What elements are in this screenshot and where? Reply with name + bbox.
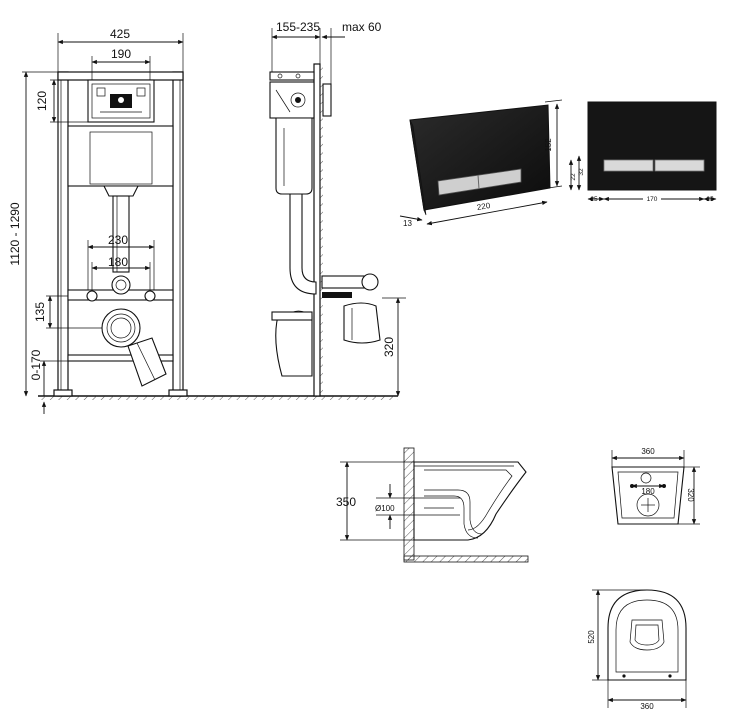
bowl-top-view (607, 589, 687, 681)
dim-bowl-bolt-spacing: 180 (641, 487, 655, 496)
bowl-side-view (403, 447, 529, 563)
bowl-top-dimensions: 520 360 (587, 589, 687, 711)
dim-plate-front-height-b: 32 (578, 168, 585, 176)
dim-plate-width: 190 (111, 47, 131, 61)
dim-frame-width: 425 (110, 27, 130, 41)
dim-frame-height: 1120 - 1290 (8, 202, 22, 265)
dim-bolt-inner-width: 180 (108, 255, 128, 269)
dim-plate-front-right: 25 (706, 196, 714, 203)
dim-plate-front-height-a: 22 (570, 173, 577, 181)
dim-plate-height: 152 (544, 138, 553, 152)
frame-front-dimensions: 425 190 120 1120 - 1290 230 180 135 0 (8, 27, 184, 414)
dim-top-height: 120 (35, 91, 49, 111)
dim-plate-front-left: 25 (590, 196, 598, 203)
bowl-side-dimensions: 350 Ø100 (336, 461, 460, 541)
dim-bowl-top-width: 360 (640, 702, 654, 711)
bowl-back-dimensions: 360 180 320 (611, 447, 700, 525)
dim-bolt-height: 135 (33, 302, 47, 322)
dim-bowl-height: 350 (336, 495, 356, 509)
dim-outlet-diameter: Ø100 (375, 504, 395, 513)
dim-bowl-back-width: 360 (641, 447, 655, 456)
dim-floor-height: 0-170 (29, 349, 43, 380)
dim-plate-depth: 13 (403, 219, 412, 228)
dim-bowl-length: 520 (587, 630, 596, 644)
frame-side-dimensions: 155-235 max 60 320 (271, 20, 406, 397)
flush-plate-front: 22 32 25 170 25 (568, 101, 717, 203)
dim-plate-front-center: 170 (647, 196, 658, 203)
floor-line (38, 395, 398, 400)
flush-plate-angled: 152 220 13 (399, 99, 563, 228)
frame-front-view (53, 71, 188, 397)
dim-depth-range: 155-235 (276, 20, 320, 34)
dim-bowl-back-height: 320 (686, 488, 695, 502)
dim-depth-max: max 60 (342, 20, 382, 34)
bowl-back-view (611, 466, 685, 525)
dim-bolt-width: 230 (108, 233, 128, 247)
dim-plate-width: 220 (476, 201, 491, 212)
dim-outlet-height: 320 (382, 337, 396, 357)
frame-side-view (269, 63, 381, 397)
